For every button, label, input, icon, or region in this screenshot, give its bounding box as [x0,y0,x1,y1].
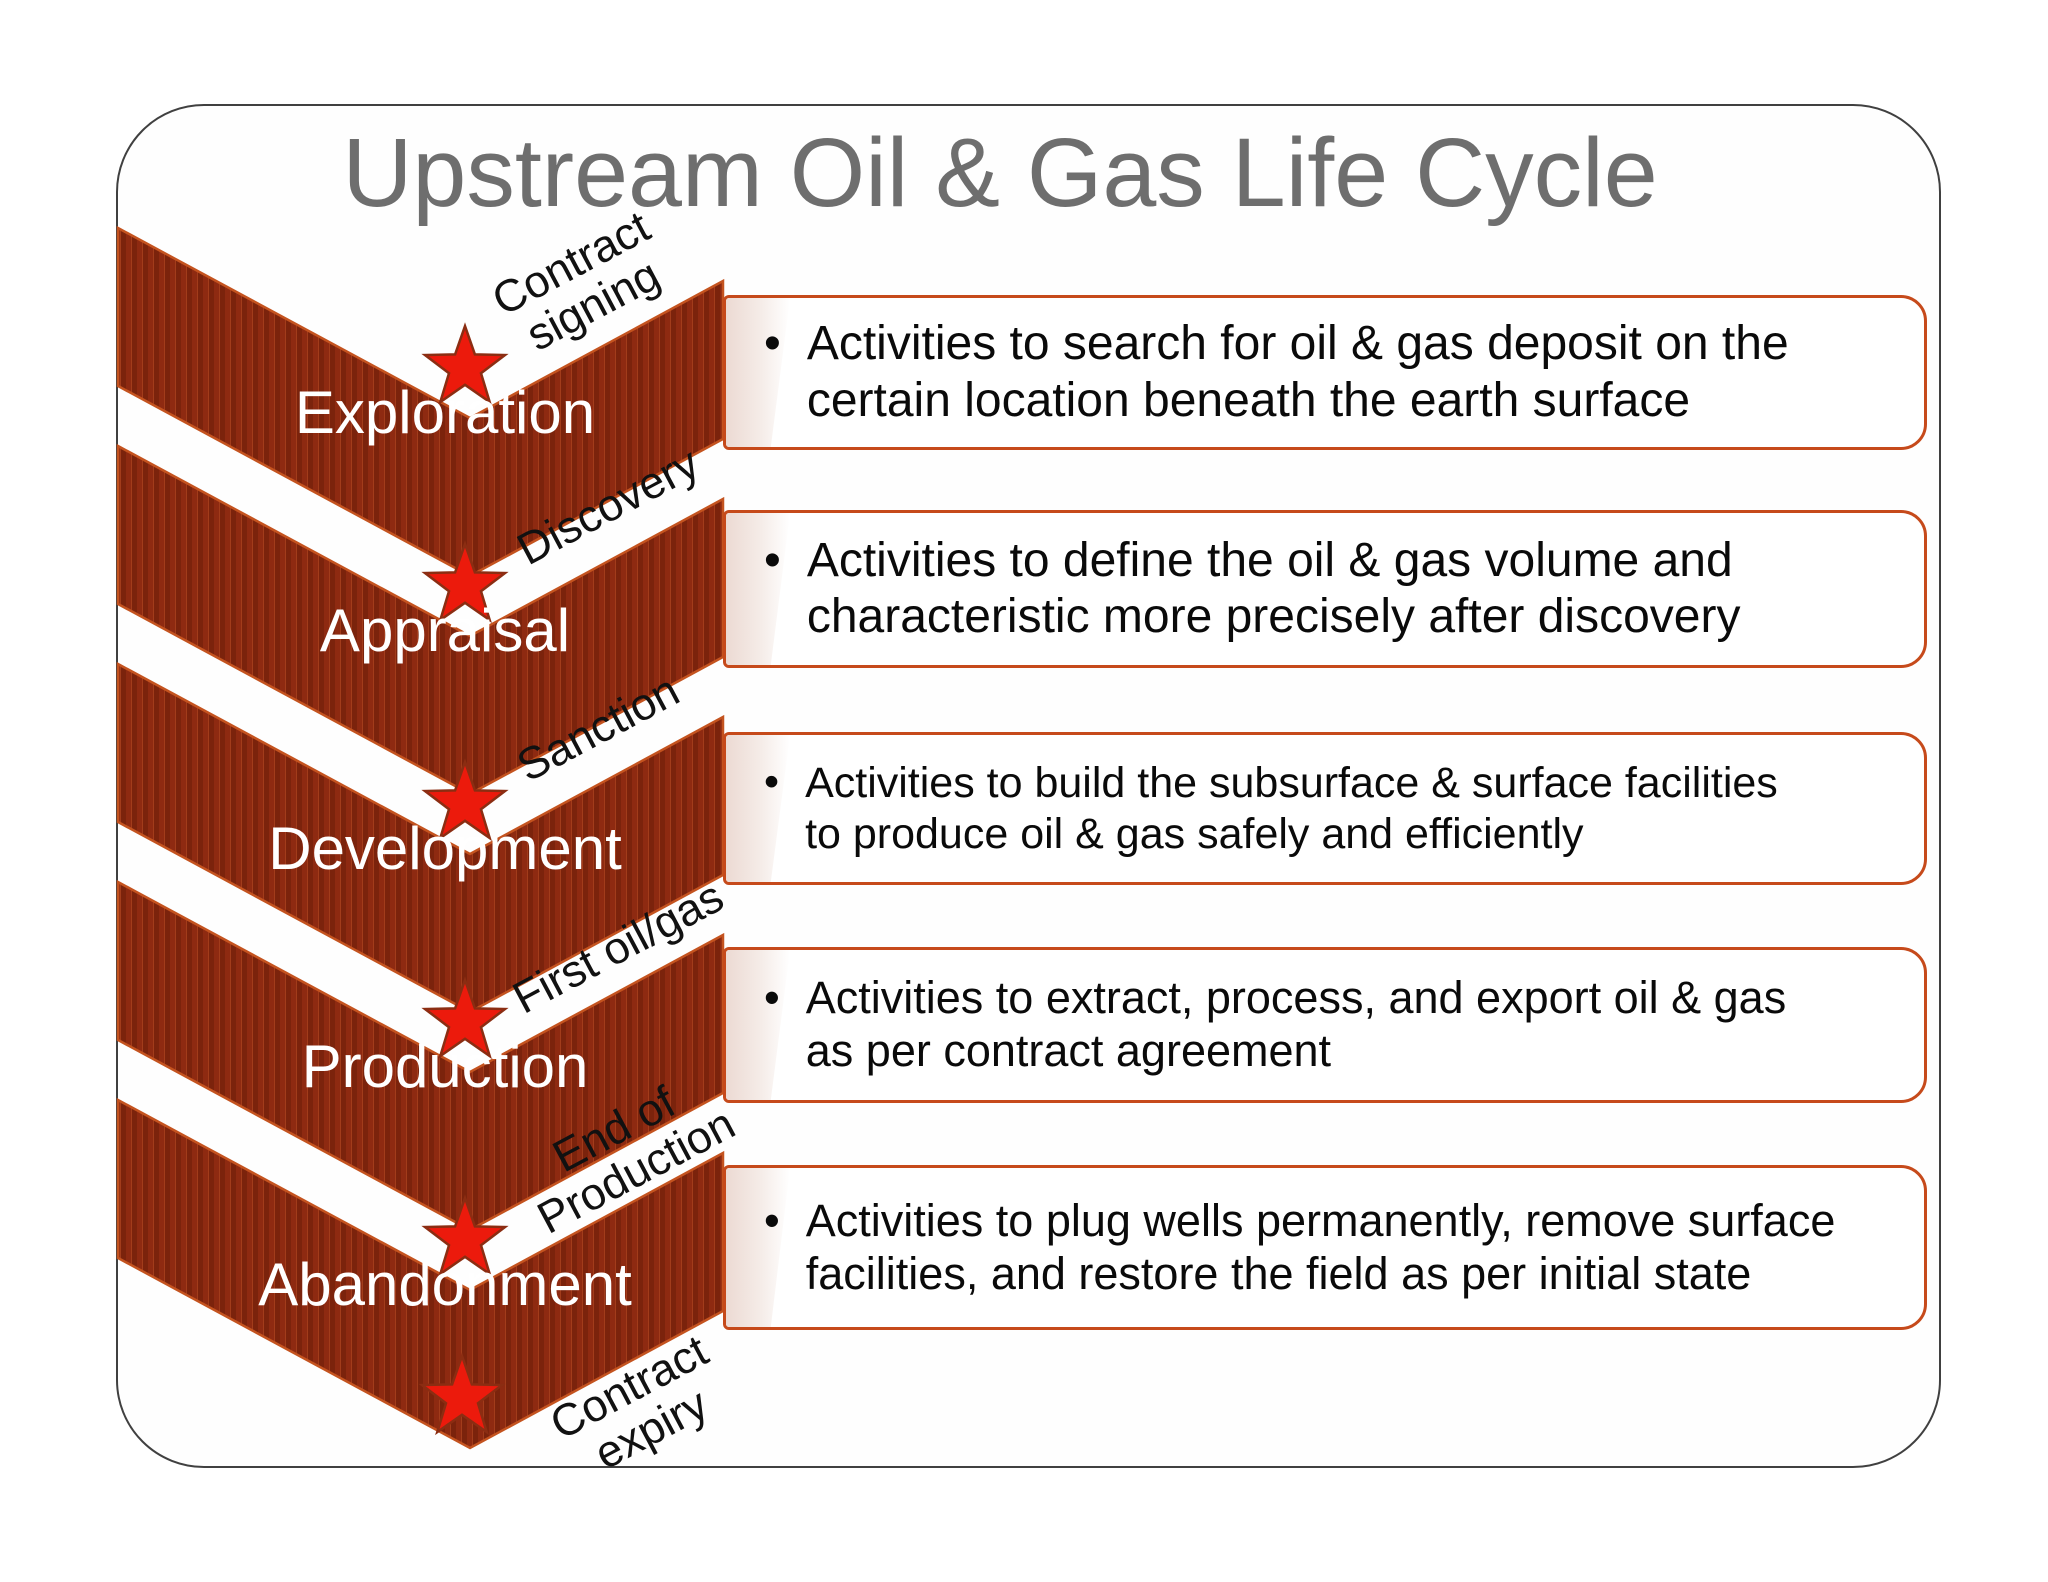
page-title: Upstream Oil & Gas Life Cycle [342,118,1658,227]
description-text: Activities to build the subsurface & sur… [805,759,1778,858]
bullet-icon: • [764,758,780,807]
stage-label-abandonment: Abandonment [258,1251,632,1318]
description-text: Activities to define the oil & gas volum… [806,533,1741,643]
bullet-icon: • [764,533,781,587]
description-content: • Activities to build the subsurface & s… [726,758,1924,859]
description-content: • Activities to plug wells permanently, … [726,1195,1924,1300]
description-content: • Activities to search for oil & gas dep… [726,316,1924,428]
description-text: Activities to extract, process, and expo… [805,972,1787,1076]
description-box-development: • Activities to build the subsurface & s… [723,732,1927,885]
bullet-icon: • [764,972,780,1024]
stage-label-exploration: Exploration [294,379,596,446]
description-content: • Activities to extract, process, and ex… [726,972,1924,1077]
stage-label-production: Production [301,1033,589,1100]
description-content: • Activities to define the oil & gas vol… [726,533,1924,645]
description-text: Activities to search for oil & gas depos… [806,317,1789,427]
description-text: Activities to plug wells permanently, re… [805,1194,1836,1299]
stage-label-appraisal: Appraisal [319,597,571,664]
stage-label-development: Development [268,815,622,882]
bullet-icon: • [764,1194,780,1246]
bullet-icon: • [764,317,781,371]
description-box-exploration: • Activities to search for oil & gas dep… [723,295,1927,450]
description-box-abandonment: • Activities to plug wells permanently, … [723,1165,1927,1330]
description-box-appraisal: • Activities to define the oil & gas vol… [723,510,1927,668]
description-box-production: • Activities to extract, process, and ex… [723,947,1927,1103]
